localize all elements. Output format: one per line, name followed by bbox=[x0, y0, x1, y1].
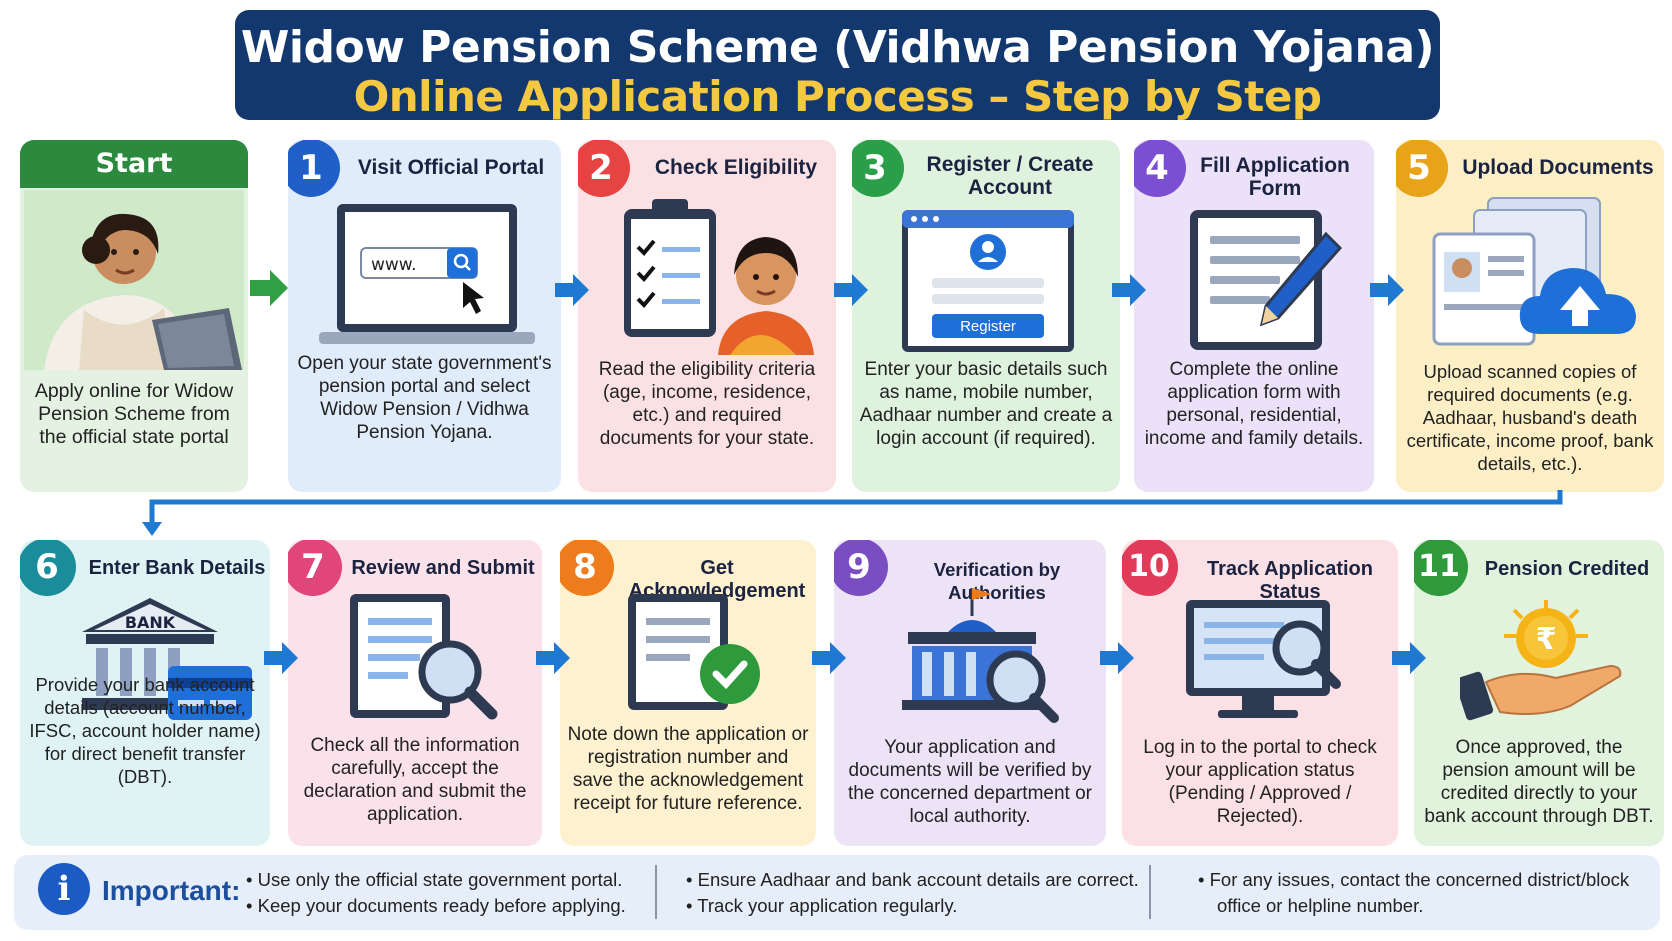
step-description-6: Provide your bank account details (accou… bbox=[29, 674, 261, 787]
rupee-coin-hand-icon: ₹ bbox=[1460, 600, 1622, 721]
start-header: Start bbox=[20, 140, 248, 188]
step-description-1: Open your state government's pension por… bbox=[297, 353, 552, 443]
important-label: Important: bbox=[102, 875, 241, 906]
step-card-2: 2 Check Eligibility Read the eligibility… bbox=[578, 140, 836, 492]
step-number-badge-5: 5 bbox=[1396, 140, 1448, 197]
important-notes-bar: i Important: • Use only the official sta… bbox=[14, 855, 1660, 930]
step-card-6: 6 Enter Bank Details BANK Provide your b… bbox=[20, 540, 270, 846]
bank-icon: BANK bbox=[82, 598, 252, 720]
step-card-5: 5 Upload Documents Upload scanned copies… bbox=[1396, 140, 1664, 492]
step-title-3: Register / Create Account bbox=[926, 153, 1094, 199]
arrow-2-to-3 bbox=[834, 274, 868, 306]
step-description-4: Complete the online application form wit… bbox=[1144, 359, 1364, 449]
important-note-6: office or helpline number. bbox=[1217, 895, 1424, 916]
step-number-badge-1: 1 bbox=[288, 140, 340, 197]
step-title-5: Upload Documents bbox=[1462, 156, 1654, 179]
page-title: Widow Pension Scheme (Vidhwa Pension Yoj… bbox=[240, 22, 1435, 73]
step-number-badge-2: 2 bbox=[578, 140, 630, 197]
step-title-7: Review and Submit bbox=[351, 557, 535, 579]
arrow-3-to-4 bbox=[1112, 274, 1146, 306]
step-number-badge-11: 11 bbox=[1414, 540, 1468, 596]
step-number-badge-10: 10 bbox=[1122, 540, 1178, 596]
step-description-8: Note down the application or registratio… bbox=[567, 724, 809, 814]
monitor-search-icon bbox=[1186, 600, 1341, 718]
step-description-11: Once approved, the pension amount will b… bbox=[1424, 737, 1654, 827]
step-card-8: 8 Get Acknowledgement Note down the appl… bbox=[560, 540, 816, 846]
important-note-3: • Ensure Aadhaar and bank account detail… bbox=[686, 869, 1139, 890]
cloud-upload-icon bbox=[1432, 197, 1636, 346]
step-card-10: 10 Track Application Status Log in to th… bbox=[1122, 540, 1398, 846]
start-card: Start Apply online for Widow Pension Sch… bbox=[20, 140, 248, 492]
browser-search-icon: www. bbox=[319, 204, 535, 344]
step-number-badge-8: 8 bbox=[560, 540, 614, 596]
register-form-icon: Register bbox=[902, 210, 1074, 352]
step-card-7: 7 Review and Submit Check all the inform… bbox=[288, 540, 542, 846]
step-number-badge-6: 6 bbox=[20, 540, 76, 596]
rupee-symbol: ₹ bbox=[1536, 622, 1557, 657]
arrow-10-to-11 bbox=[1392, 642, 1426, 674]
step-title-10: Track Application Status bbox=[1207, 558, 1373, 603]
step-description-10: Log in to the portal to check your appli… bbox=[1143, 737, 1377, 827]
step-card-11: 11 Pension Credited ₹ Once approved, the… bbox=[1414, 540, 1664, 846]
arrow-8-to-9 bbox=[812, 642, 846, 674]
step-card-1: 1 Visit Official Portal www. Open your s… bbox=[288, 140, 561, 492]
arrow-7-to-8 bbox=[536, 642, 570, 674]
start-description: Apply online for Widow Pension Scheme fr… bbox=[34, 380, 234, 448]
arrow-5-to-6-connector bbox=[142, 490, 1563, 536]
step-title-1: Visit Official Portal bbox=[357, 156, 545, 179]
form-pencil-icon bbox=[1190, 210, 1343, 350]
register-button-text: Register bbox=[960, 318, 1016, 335]
document-check-icon bbox=[628, 594, 760, 710]
step-number-badge-4: 4 bbox=[1134, 140, 1186, 197]
notes-divider-1 bbox=[655, 865, 657, 919]
important-note-1: • Use only the official state government… bbox=[246, 869, 623, 890]
important-note-4: • Track your application regularly. bbox=[686, 895, 958, 916]
arrow-1-to-2 bbox=[555, 274, 589, 306]
important-note-2: • Keep your documents ready before apply… bbox=[246, 895, 626, 916]
important-note-5: • For any issues, contact the concerned … bbox=[1198, 869, 1630, 890]
step-description-7: Check all the information carefully, acc… bbox=[303, 735, 527, 825]
notes-divider-2 bbox=[1149, 865, 1151, 919]
step-card-4: 4 Fill Application Form Complete the onl… bbox=[1134, 140, 1374, 492]
step-number-badge-3: 3 bbox=[852, 140, 904, 197]
title-banner: Widow Pension Scheme (Vidhwa Pension Yoj… bbox=[235, 10, 1440, 121]
arrow-start-to-1 bbox=[250, 270, 288, 306]
step-description-9: Your application and documents will be v… bbox=[848, 737, 1092, 827]
arrow-9-to-10 bbox=[1100, 642, 1134, 674]
woman-laptop-icon bbox=[24, 190, 244, 370]
step-description-5: Upload scanned copies of required docume… bbox=[1406, 361, 1654, 474]
step-title-11: Pension Credited bbox=[1484, 558, 1650, 580]
page-subtitle: Online Application Process – Step by Ste… bbox=[353, 72, 1322, 121]
step-description-2: Read the eligibility criteria (age, inco… bbox=[598, 359, 816, 449]
arrow-4-to-5 bbox=[1370, 274, 1404, 306]
step-description-3: Enter your basic details such as name, m… bbox=[859, 359, 1113, 449]
portal-url-text: www. bbox=[371, 255, 417, 275]
info-icon: i bbox=[38, 863, 90, 915]
step-title-6: Enter Bank Details bbox=[88, 557, 266, 579]
arrow-6-to-7 bbox=[264, 642, 298, 674]
checklist-icon bbox=[624, 199, 814, 355]
step-number-badge-7: 7 bbox=[288, 540, 342, 596]
bank-sign-text: BANK bbox=[125, 613, 176, 632]
step-card-9: 9 Verification by Authorities Your appli… bbox=[834, 540, 1106, 846]
step-title-2: Check Eligibility bbox=[654, 156, 818, 179]
step-number-badge-9: 9 bbox=[834, 540, 888, 596]
step-title-9: Verification by Authorities bbox=[933, 559, 1061, 603]
step-card-3: 3 Register / Create Account Register Ent… bbox=[852, 140, 1120, 492]
document-magnifier-icon bbox=[350, 594, 498, 720]
step-title-4: Fill Application Form bbox=[1200, 154, 1350, 200]
government-building-icon bbox=[902, 588, 1059, 723]
